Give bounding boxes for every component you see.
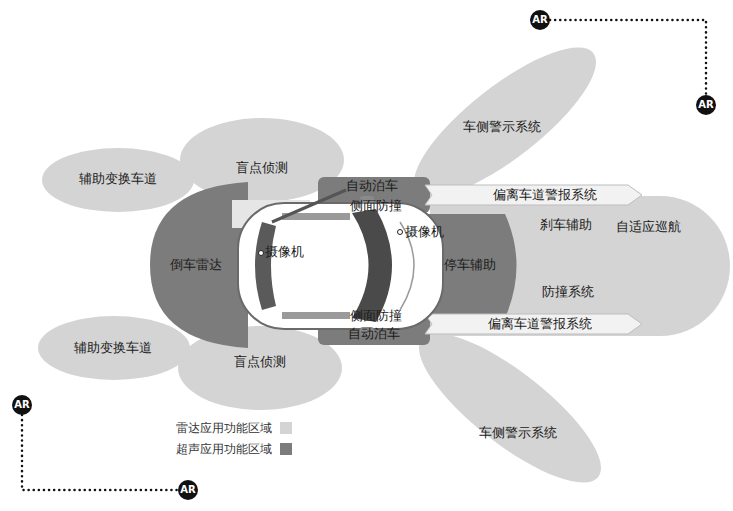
badge-text: AR xyxy=(178,480,198,500)
ar-badge: AR xyxy=(696,95,716,115)
zone-label: 偏离车道警报系统 xyxy=(491,186,599,204)
zone-text: 辅助变换车道 xyxy=(77,170,159,188)
zone-text: 倒车雷达 xyxy=(168,256,224,274)
car-body xyxy=(238,190,443,335)
zone-label: 自适应巡航 xyxy=(614,218,683,236)
legend-swatch xyxy=(280,443,292,455)
zone-label: 防撞系统 xyxy=(540,283,596,301)
zone-label: 自动泊车 xyxy=(344,177,400,195)
zone-label: 倒车雷达 xyxy=(168,256,224,274)
zone-text: 自动泊车 xyxy=(344,177,400,195)
zone-label: 盲点侦测 xyxy=(234,159,290,177)
zone-text: 自动泊车 xyxy=(346,325,402,343)
zone-label: 侧面防撞 xyxy=(348,197,404,215)
zone-text: 自适应巡航 xyxy=(614,218,683,236)
dotted-connector xyxy=(22,415,178,490)
zone-label: 辅助变换车道 xyxy=(77,170,159,188)
dotted-connector xyxy=(550,20,706,95)
badge-text: AR xyxy=(12,395,32,415)
zone-text: 偏离车道警报系统 xyxy=(491,186,599,204)
zone-label: 盲点侦测 xyxy=(232,353,288,371)
zone-text: 防撞系统 xyxy=(540,283,596,301)
legend-text: 雷达应用功能区域 xyxy=(176,420,272,436)
badge-text: AR xyxy=(530,10,550,30)
camera-label: 摄像机 xyxy=(265,244,304,260)
zone-label: 偏离车道警报系统 xyxy=(486,315,594,333)
zone-label: 车侧警示系统 xyxy=(461,118,543,136)
zone-text: 盲点侦测 xyxy=(232,353,288,371)
zone-text: 车侧警示系统 xyxy=(461,118,543,136)
zone-label: 自动泊车 xyxy=(346,325,402,343)
ar-badge: AR xyxy=(530,10,550,30)
camera-label: 摄像机 xyxy=(405,224,444,240)
legend-swatch xyxy=(280,422,292,434)
zone-label: 辅助变换车道 xyxy=(72,339,154,357)
zone-text: 辅助变换车道 xyxy=(72,339,154,357)
zone-text: 刹车辅助 xyxy=(538,216,594,234)
zone-text: 停车辅助 xyxy=(442,256,498,274)
ar-badge: AR xyxy=(12,395,32,415)
zone-text: 偏离车道警报系统 xyxy=(486,315,594,333)
zone-label: 刹车辅助 xyxy=(538,216,594,234)
zone-text: 盲点侦测 xyxy=(234,159,290,177)
zone-label: 停车辅助 xyxy=(442,256,498,274)
zone-label: 侧面防撞 xyxy=(348,307,404,325)
ar-badge: AR xyxy=(178,480,198,500)
badge-text: AR xyxy=(696,95,716,115)
zone-text: 侧面防撞 xyxy=(348,307,404,325)
zone-label: 车侧警示系统 xyxy=(477,424,559,442)
zone-text: 车侧警示系统 xyxy=(477,424,559,442)
zone-text: 侧面防撞 xyxy=(348,197,404,215)
legend-text: 超声应用功能区域 xyxy=(176,441,272,457)
